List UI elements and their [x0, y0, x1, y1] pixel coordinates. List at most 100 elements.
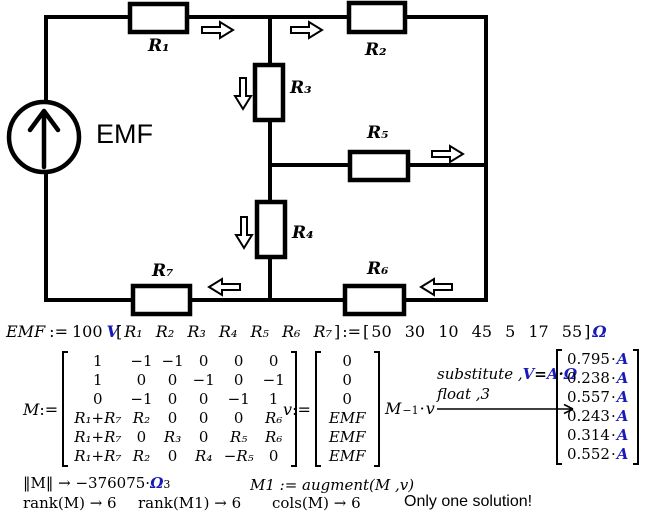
substitute-v: V — [522, 365, 535, 383]
matrix-cell: −1 — [262, 371, 285, 389]
result-row: 0.557·A — [567, 388, 629, 406]
emf-def-unit: V — [106, 322, 119, 341]
matrix-cell: −1 — [161, 352, 184, 370]
matrix-cell: R₂ — [132, 409, 151, 427]
emf-def-value: 100 — [71, 322, 103, 341]
substitute-keyword: substitute ,V=A·Ω — [437, 365, 577, 383]
rvec-close-bracket: ] — [334, 322, 341, 341]
result-right-bracket — [633, 349, 640, 465]
matrix-cell: 0 — [198, 409, 209, 427]
vector-left-bracket — [314, 351, 321, 467]
matrix-cell: R₁+R₇ — [74, 409, 122, 427]
matrix-cell: R₂ — [132, 447, 151, 465]
current-arrows — [201, 20, 465, 297]
solution-note: Only one solution! — [404, 493, 533, 510]
substitute-dot: · — [558, 365, 564, 383]
substitute-unit: Ω — [563, 365, 578, 383]
current-arrow-right-r5 — [431, 144, 465, 164]
result-unit: A — [616, 388, 629, 406]
matrix-left-bracket — [62, 351, 69, 467]
current-arrow-left-r7 — [207, 277, 241, 297]
matrix-cell: 0 — [93, 390, 103, 408]
matrix-cell: 0 — [268, 447, 279, 465]
emf-def-name: EMF — [6, 322, 46, 341]
result-row: 0.552·A — [567, 445, 629, 463]
result-row: 0.795·A — [567, 350, 629, 368]
solve-base: M — [385, 399, 402, 418]
vector-cell: EMF — [328, 447, 366, 465]
matrix-cell: −1 — [192, 371, 215, 389]
circuit-diagram: R₁ R₂ R₃ R₄ R₅ R₆ R₇ EMF — [6, 0, 488, 317]
vector-cell: EMF — [328, 428, 366, 446]
matrix-cell: R₄ — [195, 447, 213, 465]
resistor-r4-label: R₄ — [291, 223, 314, 243]
resistor-r6-label: R₆ — [366, 259, 389, 279]
m1-definition[interactable]: M1 := augment(M ,v) — [250, 476, 415, 494]
matrix-cell: 1 — [268, 390, 279, 408]
resistor-r2-label: R₂ — [364, 40, 387, 60]
resistor-r5-label: R₅ — [366, 123, 389, 143]
vector-cells: 0 0 0 EMF EMF EMF — [321, 351, 374, 467]
float-keyword: float ,3 — [437, 385, 491, 403]
emf-source-label: EMF — [96, 119, 153, 149]
emf-source — [6, 99, 82, 175]
rvec-names: R₁ R₂ R₃ R₄ R₅ R₆ R₇ — [124, 322, 332, 341]
matrix-cell: 0 — [198, 390, 209, 408]
substitute-a: A — [546, 365, 559, 383]
matrix-cell: 0 — [198, 352, 209, 370]
resistor-r4-box — [254, 199, 288, 260]
solve-dot: · — [419, 399, 425, 418]
resistor-r1-label: R₁ — [147, 36, 170, 56]
result-unit: A — [616, 445, 629, 463]
matrix-cell: R₆ — [265, 409, 283, 427]
vector-cell: 0 — [342, 352, 352, 370]
result-cells: 0.795·A 0.238·A 0.557·A 0.243·A 0.314·A … — [562, 349, 633, 465]
current-arrow-down-r3 — [233, 77, 253, 111]
solve-expression[interactable]: M−1·v — [385, 399, 435, 418]
current-arrow-down-r4 — [234, 216, 254, 250]
emf-definition[interactable]: EMF:= 100 V — [6, 322, 119, 341]
matrix-cell: 0 — [136, 371, 147, 389]
vector-right-bracket — [373, 351, 380, 467]
vector-cell: 0 — [342, 390, 352, 408]
emf-source-arrow — [27, 108, 61, 170]
matrix-cell: 0 — [167, 447, 178, 465]
result-unit: A — [616, 369, 629, 387]
matrix-cell: −1 — [130, 390, 153, 408]
matrix-cell: 0 — [233, 352, 244, 370]
rvec-open-bracket2: [ — [363, 322, 370, 341]
resistor-r3-box — [252, 62, 286, 123]
resistor-vector-definition[interactable]: [R₁ R₂ R₃ R₄ R₅ R₆ R₇]:=[50 30 10 45 5 1… — [116, 322, 607, 341]
matrix-cell: 1 — [93, 371, 103, 389]
matrix-cell: R₃ — [163, 428, 182, 446]
matrix-cell: R₁+R₇ — [74, 428, 122, 446]
solve-arg: v — [425, 399, 435, 418]
vector-v-definition[interactable]: v:= 0 0 0 EMF EMF EMF — [283, 351, 380, 467]
matrix-cell: 0 — [233, 371, 244, 389]
matrix-cell: 0 — [167, 371, 178, 389]
resistor-r5-box — [347, 149, 411, 183]
result-unit: A — [616, 407, 629, 425]
emf-def-assign: := — [49, 322, 68, 341]
matrix-cell: 0 — [268, 352, 279, 370]
matrix-cell: R₅ — [230, 428, 248, 446]
matrix-cell: −1 — [130, 352, 153, 370]
result-row: 0.314·A — [567, 426, 629, 444]
matrix-cell: 0 — [167, 409, 178, 427]
evaluation-arrow — [437, 403, 574, 415]
matrix-m-assign: := — [39, 399, 59, 419]
result-row: 0.243·A — [567, 407, 629, 425]
matrix-cell: 0 — [136, 428, 147, 446]
vector-v-name: v — [283, 399, 293, 419]
resistor-r7-box — [130, 283, 193, 317]
cols-m-check[interactable]: cols(M) → 6 — [272, 494, 361, 512]
rank-m1-check[interactable]: rank(M1) → 6 — [138, 494, 242, 512]
vector-cell: EMF — [328, 409, 366, 427]
rank-m-check[interactable]: rank(M) → 6 — [23, 494, 117, 512]
rvec-close-bracket2: ] — [584, 322, 591, 341]
matrix-cell: R₆ — [265, 428, 283, 446]
